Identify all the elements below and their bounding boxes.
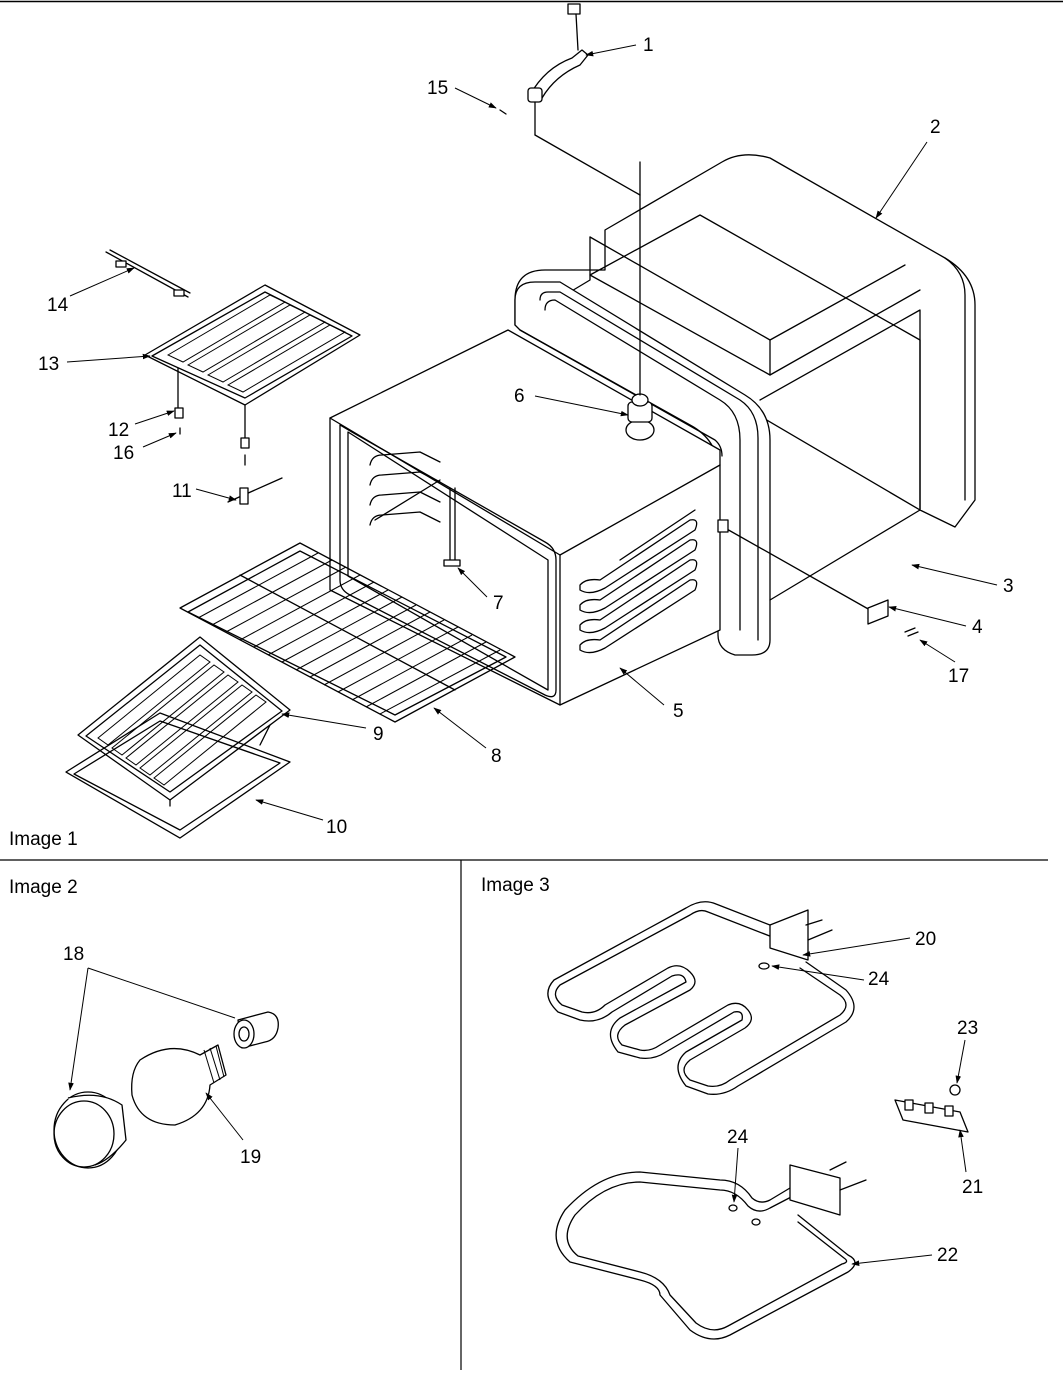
callout-23: 23 xyxy=(957,1018,978,1039)
broiler-grid-part-9 xyxy=(77,636,291,807)
broil-element-part-20 xyxy=(547,901,855,1095)
sensor-tube-part-1 xyxy=(527,3,641,196)
callout-14: 14 xyxy=(47,295,69,316)
callout-8: 8 xyxy=(491,746,502,767)
callout-12: 12 xyxy=(108,420,129,441)
bulb-part-19 xyxy=(131,1044,227,1126)
socket-part-18 xyxy=(233,1011,279,1049)
lens-part-18 xyxy=(53,1091,127,1169)
bar-part-14 xyxy=(105,249,191,298)
callout-13: 13 xyxy=(38,354,59,375)
callout-2: 2 xyxy=(930,117,941,138)
callout-4: 4 xyxy=(972,617,983,638)
clip-part-11 xyxy=(227,477,283,505)
callout-24-bottom: 24 xyxy=(727,1127,749,1148)
callout-20: 20 xyxy=(915,929,936,950)
oven-cavity-part-5 xyxy=(329,161,723,706)
callout-9: 9 xyxy=(373,724,384,745)
callout-17: 17 xyxy=(948,666,969,687)
broiler-pan-part-10 xyxy=(65,712,291,839)
callout-6: 6 xyxy=(514,386,525,407)
callout-16: 16 xyxy=(113,443,134,464)
callout-18: 18 xyxy=(63,944,84,965)
image-1-label: Image 1 xyxy=(9,829,78,850)
image-2-label: Image 2 xyxy=(9,877,78,898)
outer-wrap-part-2 xyxy=(514,154,976,656)
callout-7: 7 xyxy=(493,593,504,614)
top-tray-part-13 xyxy=(144,284,361,466)
callout-10: 10 xyxy=(326,817,347,838)
callout-22: 22 xyxy=(937,1245,958,1266)
callout-21: 21 xyxy=(962,1177,983,1198)
oven-rack-part-8 xyxy=(179,542,516,723)
terminal-block-part-21 xyxy=(894,1084,969,1133)
callout-15: 15 xyxy=(427,78,448,99)
callout-3: 3 xyxy=(1003,576,1014,597)
bracket-part-4 xyxy=(717,519,889,625)
leader-lines-image1 xyxy=(66,44,998,821)
callout-24-top: 24 xyxy=(868,969,890,990)
leader-lines-image2 xyxy=(68,967,244,1141)
screw-part-17 xyxy=(904,627,919,637)
image-3-label: Image 3 xyxy=(481,875,550,896)
callout-1: 1 xyxy=(643,35,654,56)
leader-lines-image3 xyxy=(731,937,967,1266)
callout-5: 5 xyxy=(673,701,684,722)
bake-element-part-22 xyxy=(555,1161,867,1340)
screw-part-15 xyxy=(499,109,507,115)
callout-19: 19 xyxy=(240,1147,261,1168)
callout-11: 11 xyxy=(172,481,192,502)
